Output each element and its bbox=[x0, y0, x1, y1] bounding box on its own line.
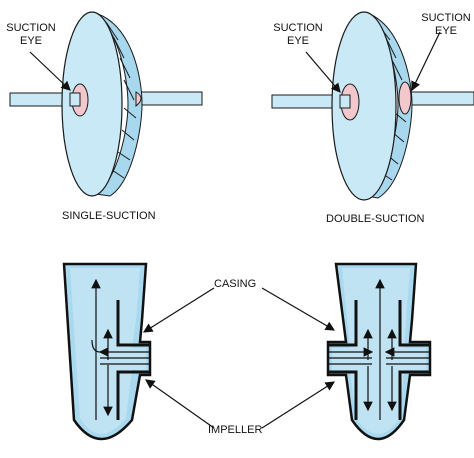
single-suction-section bbox=[62, 262, 152, 441]
suction-eye-double-right-line1: SUCTION bbox=[421, 12, 471, 24]
double-shaft-right bbox=[407, 91, 474, 106]
suction-eye-label-double-right: SUCTION EYE bbox=[418, 12, 474, 38]
callout-lines bbox=[142, 287, 336, 429]
single-suction-impeller bbox=[9, 11, 203, 197]
double-impeller-disc bbox=[331, 11, 397, 201]
double-suction-caption: DOUBLE-SUCTION bbox=[326, 213, 425, 225]
impeller-label: IMPELLER bbox=[208, 424, 263, 436]
casing-label: CASING bbox=[214, 278, 257, 290]
suction-eye-label-double-left: SUCTION EYE bbox=[268, 22, 328, 48]
suction-eye-label-single: SUCTION EYE bbox=[2, 22, 60, 48]
double-shaft-left bbox=[271, 94, 341, 109]
suction-eye-double-left-line1: SUCTION bbox=[273, 22, 323, 34]
suction-eye-double-left-line2: EYE bbox=[286, 35, 309, 47]
suction-eye-double-right-line2: EYE bbox=[434, 25, 457, 37]
single-shaft-right bbox=[139, 91, 203, 106]
double-suction-section bbox=[326, 262, 432, 441]
single-back-hub bbox=[135, 91, 142, 108]
single-suction-caption: SINGLE-SUCTION bbox=[62, 210, 156, 222]
suction-eye-single-line2: EYE bbox=[19, 35, 42, 47]
double-suction-eye-right bbox=[398, 81, 412, 115]
double-suction-impeller bbox=[271, 11, 474, 201]
single-impeller-disc bbox=[61, 11, 123, 197]
suction-eye-single-line1: SUCTION bbox=[6, 22, 56, 34]
